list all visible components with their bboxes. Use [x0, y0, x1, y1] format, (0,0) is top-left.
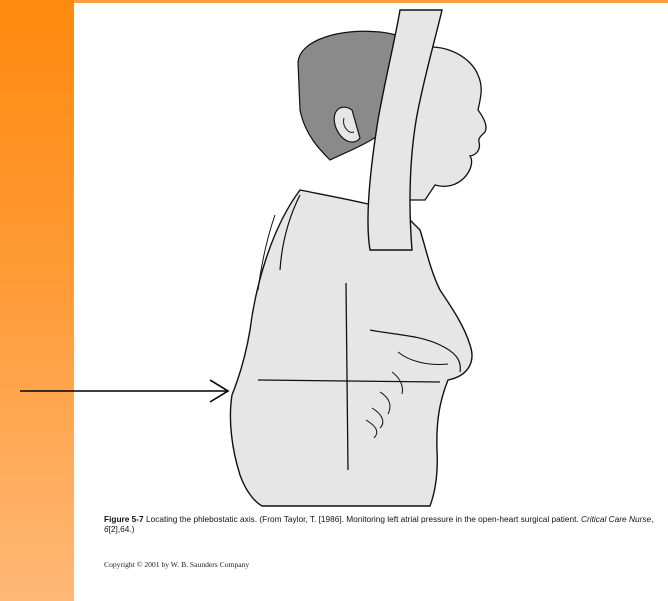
copyright-notice: Copyright © 2001 by W. B. Saunders Compa… [104, 560, 249, 569]
caption-text-2: , [651, 514, 653, 524]
caption-journal: Critical Care Nurse [581, 514, 651, 524]
figure-caption: Figure 5-7 Locating the phlebostatic axi… [104, 514, 660, 534]
caption-text-3: [2],64.) [109, 524, 135, 534]
figure-number: Figure 5-7 [104, 514, 144, 524]
caption-text-1: Locating the phlebostatic axis. (From Ta… [144, 514, 581, 524]
torso-silhouette [230, 190, 472, 506]
